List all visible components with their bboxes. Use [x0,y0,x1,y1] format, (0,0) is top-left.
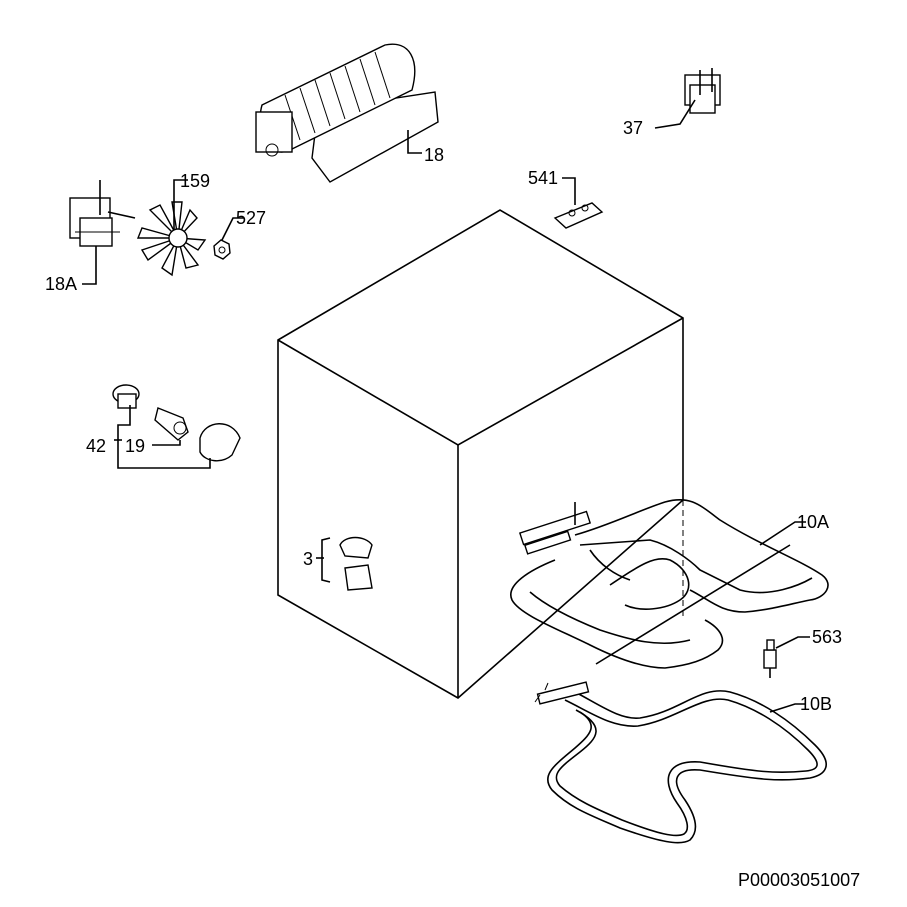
callout-3: 3 [303,549,313,569]
element-holder [553,177,604,229]
tangential-fan [255,43,439,183]
switch [654,68,721,129]
hinge-parts [316,536,373,591]
lamp-assembly [112,384,241,469]
callout-10a: 10A [797,512,829,532]
drawing-code: P00003051007 [738,870,860,890]
fan-motor [69,180,136,285]
callout-527: 527 [236,208,266,228]
callout-37: 37 [623,118,643,138]
callout-10b: 10B [800,694,832,714]
oven-cavity [277,209,684,699]
callout-563: 563 [812,627,842,647]
nut [213,217,244,260]
fan-blade [136,179,207,277]
callout-19: 19 [125,436,145,456]
bottom-element [534,681,827,844]
callout-18a: 18A [45,274,77,294]
callout-42: 42 [86,436,106,456]
callout-159: 159 [180,171,210,191]
callout-18: 18 [424,145,444,165]
thermal-fuse [763,636,810,678]
callout-541: 541 [528,168,558,188]
grill-element [510,490,829,669]
